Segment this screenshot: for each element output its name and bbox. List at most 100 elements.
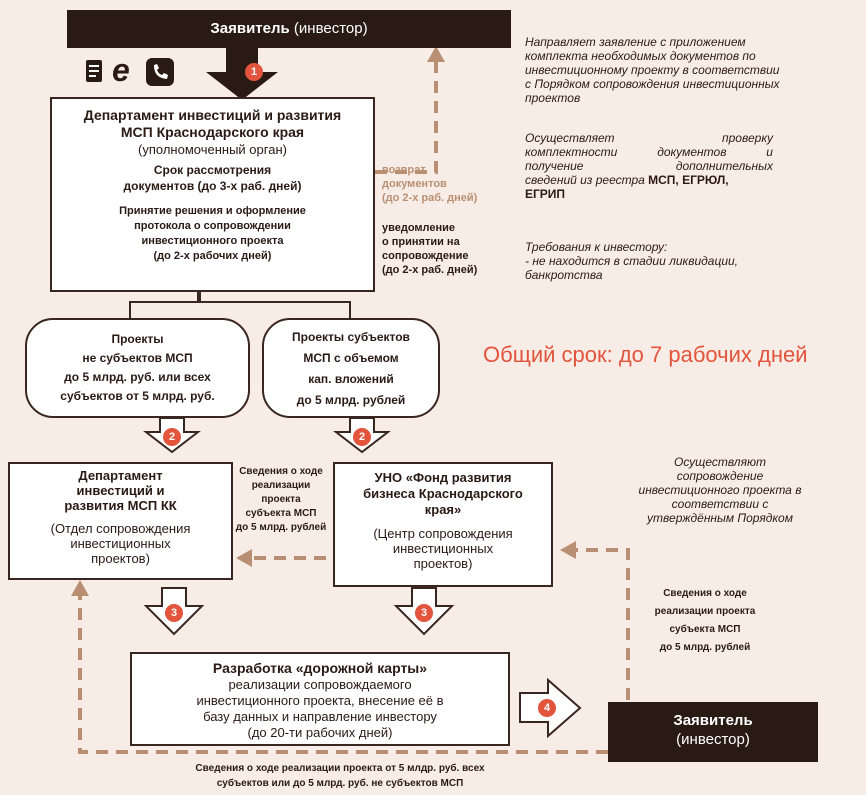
left-oval-line: субъектов от 5 млрд. руб. [60,389,215,403]
left-oval-line: не субъектов МСП [82,351,193,365]
note2-registry: сведений из реестра [525,173,645,187]
note2-word: Осуществляет [525,131,615,145]
note2-registry-bold: МСП, ЕГРЮЛ, [644,173,729,187]
right-note-2: Осуществляет проверку комплектности докуме… [525,131,773,201]
right-note-3-line: Требования к инвестору: [525,240,668,254]
bottom-loop-arrowhead [71,580,89,596]
accept-note-line4: (до 2-х раб. дней) [382,264,478,276]
bottom-dashed-loop [78,594,608,754]
right-projects-oval: Проекты субъектов МСП с объемом кап. вло… [262,318,440,418]
note2-word: и [766,145,773,159]
right-loop-arrowhead [560,541,576,559]
step-2-right-badge: 2 [353,428,371,446]
uno-title: УНО «Фонд развития [374,470,512,485]
uno-title: бизнеса Краснодарского [363,486,523,501]
middle-note-line: субъекта МСП [245,508,317,519]
accept-note-line1: уведомление [382,222,456,234]
right-oval-line: до 5 млрд. рублей [296,393,406,407]
uno-box: УНО «Фонд развития бизнеса Краснодарског… [333,462,553,587]
left-oval-line: до 5 млрд. руб. или всех [64,370,211,384]
right-note-3: Требования к инвестору: - не находится в… [525,240,825,282]
dept-decision2: протокола о сопровождении [134,220,291,232]
bottom-note: Сведения о ходе реализации проекта от 5 … [150,761,530,791]
dept-decision1: Принятие решения и оформление [119,205,306,217]
right-note-3-line: банкротства [525,268,603,282]
uno-sub: инвестиционных [392,541,494,556]
middle-note: Сведения о ходе реализации проекта субъе… [222,465,340,535]
note2-word: дополнительных [675,159,773,173]
middle-note-line: реализации [251,480,311,491]
phone-icon [146,58,174,86]
dept-line1: Департамент инвестиций и развития [83,107,342,123]
right-oval-line: Проекты субъектов [292,330,410,344]
info-note-line: Сведения о ходе [663,588,747,599]
middle-arrowhead [236,549,252,567]
applicant-bottom-subtitle: (инвестор) [676,731,750,748]
roadmap-title: Разработка «дорожной карты» [212,660,428,676]
bottom-note-line: Сведения о ходе реализации проекта от 5 … [195,763,485,774]
support-note-line: инвестиционного проекта в [638,483,802,497]
right-note-1-line: проектов [525,91,581,105]
dept-decision3: инвестиционного проекта [141,235,284,247]
split-right [199,292,351,318]
return-note-line2: документов [382,178,447,190]
right-note-3-line: - не находится в стадии ликвидации, [525,254,739,268]
support-note-line: утверждённым Порядком [647,511,793,525]
left-dept-title: развития МСП КК [64,498,177,513]
right-oval-line: кап. вложений [308,372,394,386]
document-icon [82,58,106,86]
right-note-info: Сведения о ходе реализации проекта субъе… [640,585,770,657]
department-box: Департамент инвестиций и развития МСП Кр… [50,97,375,292]
left-dept-title: Департамент [78,468,163,483]
step-2-left-badge: 2 [163,428,181,446]
support-note-line: Осуществляют [673,455,766,469]
roadmap-line: (до 20-ти рабочих дней) [247,725,393,740]
info-note-line: до 5 млрд. рублей [659,642,751,653]
applicant-top-title: Заявитель [210,20,290,37]
return-note-line1: возврат [382,164,426,176]
left-dept-sub: (Отдел сопровождения [50,521,191,536]
dept-decision4: (до 2-х рабочих дней) [153,250,272,262]
right-note-1: Направляет заявление с приложением компл… [525,35,855,105]
return-note: возврат документов (до 2-х раб. дней) [382,163,477,205]
step-4-badge: 4 [538,699,556,717]
dept-line2: МСП Краснодарского края [120,124,305,140]
left-dept-sub: проектов) [91,551,150,566]
right-note-1-line: комплекта необходимых документов по [525,49,756,63]
right-note-1-line: с Порядком сопровождения инвестиционных [525,77,780,91]
bottom-note-line: субъектов или до 5 млрд. руб. не субъект… [216,778,464,789]
total-term: Общий срок: до 7 рабочих дней [483,342,808,367]
note2-word: комплектности [525,145,618,159]
uno-sub: проектов) [413,556,473,571]
return-note-line3: (до 2-х раб. дней) [382,192,478,204]
middle-note-line: до 5 млрд. рублей [235,522,327,533]
step-1-badge: 1 [245,63,263,81]
left-projects-oval: Проекты не субъектов МСП до 5 млрд. руб.… [25,318,250,418]
applicant-top-box: Заявитель (инвестор) [67,10,511,48]
applicant-top-subtitle: (инвестор) [289,20,368,37]
step-3-right-badge: 3 [415,604,433,622]
uno-title: края» [424,502,462,517]
dept-term2: документов (до 3-х раб. дней) [123,179,302,193]
left-oval-line: Проекты [111,332,164,346]
accept-note-line2: о принятии на [382,236,460,248]
split-left [129,292,199,318]
roadmap-line: базу данных и направление инвестору [203,709,437,724]
support-note-line: сопровождение [676,469,764,483]
left-department-box: Департамент инвестиций и развития МСП КК… [8,462,233,580]
right-note-support: Осуществляют сопровождение инвестиционно… [600,455,840,525]
info-note-line: реализации проекта [654,606,756,617]
note2-word: документов [657,145,727,159]
accept-note: уведомление о принятии на сопровождение … [382,221,477,277]
middle-note-line: проекта [261,494,301,505]
accept-note-line3: сопровождение [382,250,469,262]
return-arrowhead [427,46,445,62]
right-dashed-loop [574,548,630,700]
note2-word: проверку [722,131,773,145]
info-note-line: субъекта МСП [669,624,741,635]
right-oval-line: МСП с объемом [303,351,399,365]
right-note-1-line: Направляет заявление с приложением [525,35,746,49]
dept-line3: (уполномоченный орган) [138,142,287,157]
arrow-1 [206,48,278,100]
roadmap-line: инвестиционного проекта, внесение её в [196,693,444,708]
